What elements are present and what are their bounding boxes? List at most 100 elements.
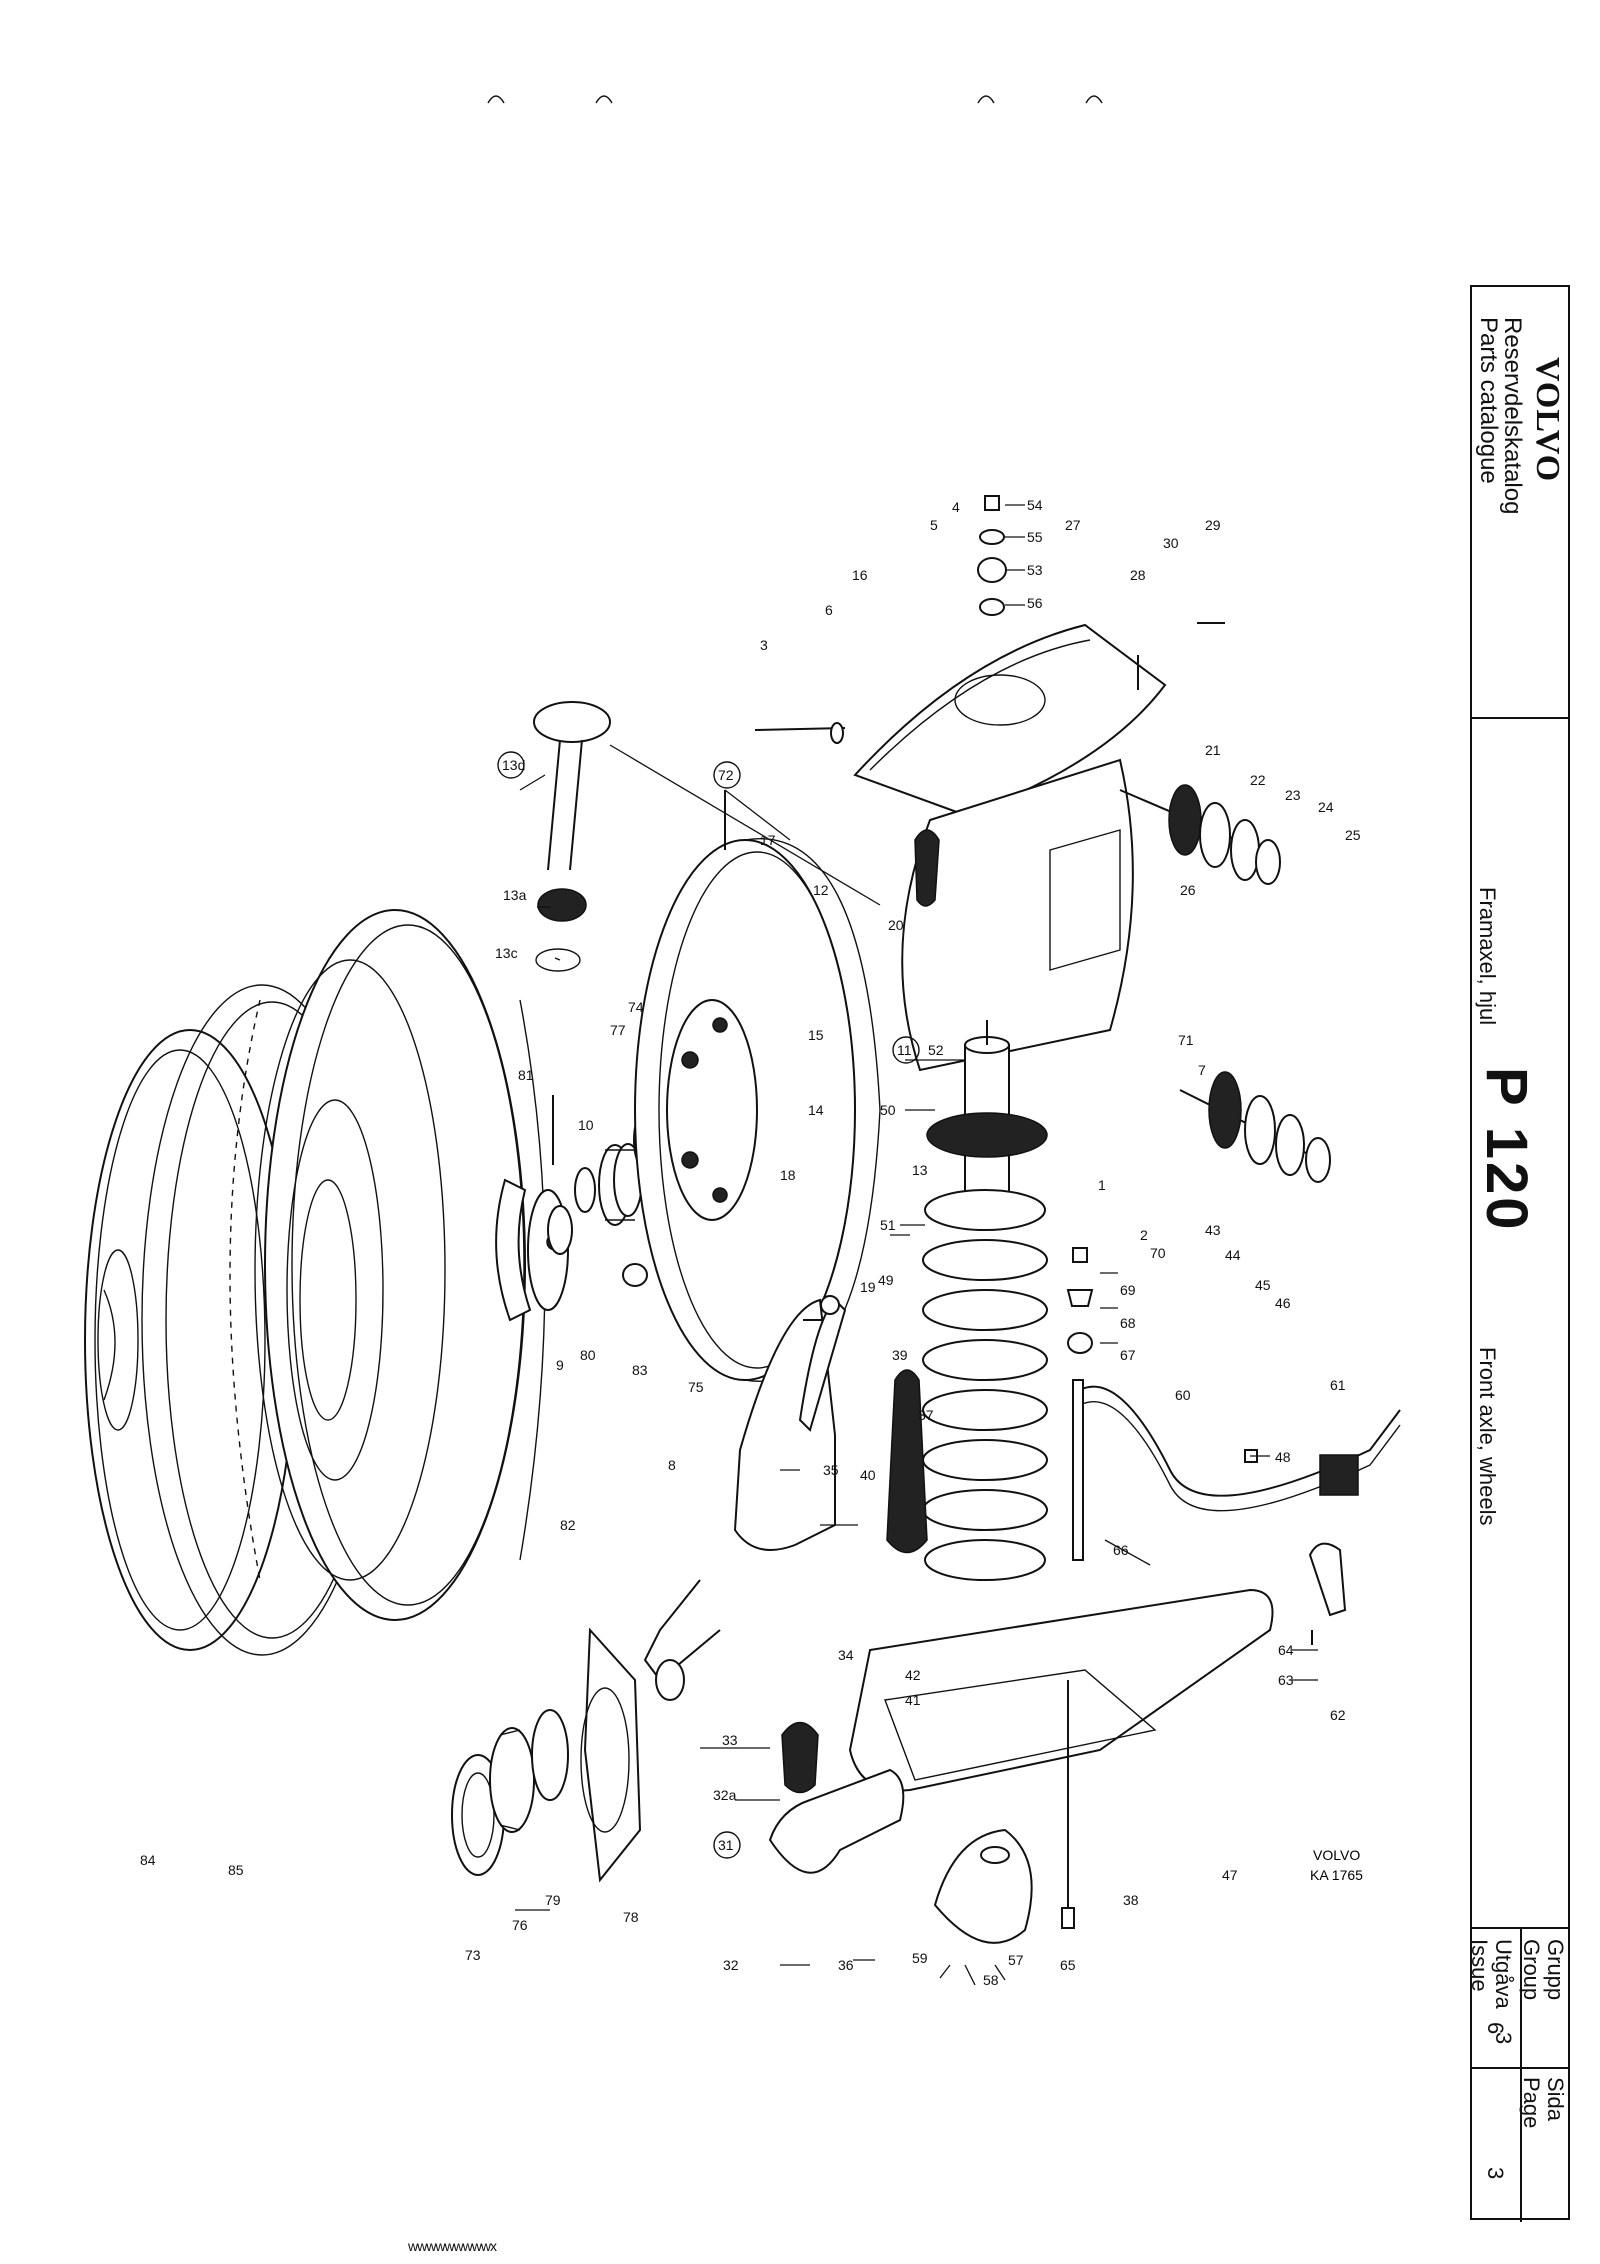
catalog-title-en: Parts catalogue (1475, 317, 1502, 484)
bearing-76 (489, 1727, 535, 1833)
bushing-61 (1319, 1454, 1359, 1496)
pivot-shaft-21 (1119, 784, 1281, 885)
callout-46: 46 (1275, 1295, 1291, 1311)
washer-80 (574, 1167, 596, 1213)
callout-45: 45 (1255, 1277, 1271, 1293)
callout-42: 42 (905, 1667, 921, 1683)
callout-40: 40 (860, 1467, 876, 1483)
callout-9: 9 (556, 1357, 564, 1373)
callout-22: 22 (1250, 772, 1266, 788)
callout-circle-11 (892, 1036, 920, 1064)
callout-44: 44 (1225, 1247, 1241, 1263)
callout-21: 21 (1205, 742, 1221, 758)
brand-logo: VOLVO (1529, 357, 1566, 483)
group-label-en: Group (1519, 1939, 1544, 2001)
bump-stop-39 (886, 1369, 928, 1554)
steering-arm-19 (798, 1295, 847, 1432)
callout-66: 66 (1113, 1542, 1129, 1558)
callout-1: 1 (1098, 1177, 1106, 1193)
callout-33: 33 (722, 1732, 738, 1748)
backing-plate-78 (580, 1627, 642, 1883)
link-66 (1072, 1379, 1084, 1561)
callout-84: 84 (140, 1852, 156, 1868)
bushing-13a (537, 888, 587, 922)
callout-58: 58 (983, 1972, 999, 1988)
callout-75: 75 (688, 1379, 704, 1395)
issue-label-en: Issue (1467, 1939, 1492, 1992)
callout-18: 18 (780, 1167, 796, 1183)
section-title-sv: Framaxel, hjul (1475, 887, 1500, 1026)
page-label-en: Page (1519, 2077, 1544, 2129)
callout-77: 77 (610, 1022, 626, 1038)
callout-11: 11 (897, 1042, 912, 1058)
meta-divider-v (1520, 1927, 1522, 2222)
callout-70: 70 (1150, 1245, 1166, 1261)
callout-13d: 13d (502, 757, 525, 773)
callout-51: 51 (880, 1217, 896, 1233)
fasteners (754, 495, 1313, 1645)
callout-31: 31 (718, 1837, 734, 1853)
group-label-sv: Grupp (1543, 1939, 1568, 2001)
callout-49: 49 (878, 1272, 894, 1288)
callout-32: 32 (723, 1957, 739, 1973)
callout-27: 27 (1065, 517, 1081, 533)
spring-seat-50 (926, 1112, 1048, 1158)
callout-60: 60 (1175, 1387, 1191, 1403)
callout-35: 35 (823, 1462, 839, 1478)
callout-39: 39 (892, 1347, 908, 1363)
callout-8: 8 (668, 1457, 676, 1473)
callout-71: 71 (1178, 1032, 1194, 1048)
section-title-en: Front axle, wheels (1475, 1347, 1500, 1526)
nut-83 (622, 1263, 648, 1287)
callout-76: 76 (512, 1917, 528, 1933)
callout-10: 10 (578, 1117, 594, 1133)
dust-cover-57 (933, 1828, 1033, 1944)
callout-13: 13 (912, 1162, 928, 1178)
callout-80: 80 (580, 1347, 596, 1363)
callout-14: 14 (808, 1102, 824, 1118)
coil-spring-49 (922, 1189, 1048, 1581)
lower-pivot-43 (1179, 1071, 1331, 1183)
callout-34: 34 (838, 1647, 854, 1663)
callout-6: 6 (825, 602, 833, 618)
callout-57: 57 (1008, 1952, 1024, 1968)
callout-50: 50 (880, 1102, 896, 1118)
callout-82: 82 (560, 1517, 576, 1533)
callout-78: 78 (623, 1909, 639, 1925)
hub-cap-84 (84, 1029, 296, 1651)
callout-65: 65 (1060, 1957, 1076, 1973)
callout-67: 67 (1120, 1347, 1136, 1363)
footer-mark: wwwwwwwwwx (408, 2238, 497, 2254)
callout-53: 53 (1027, 562, 1043, 578)
callout-2: 2 (1140, 1227, 1148, 1243)
callout-52: 52 (928, 1042, 944, 1058)
callout-23: 23 (1285, 787, 1301, 803)
callout-13a: 13a (503, 887, 527, 903)
meta-divider-h (1472, 2067, 1568, 2069)
callout-12: 12 (813, 882, 829, 898)
nut-9 (547, 1205, 573, 1255)
drawing-ref-line2: KA 1765 (1310, 1867, 1363, 1883)
callout-64: 64 (1278, 1642, 1294, 1658)
callout-15: 15 (808, 1027, 824, 1043)
title-block: VOLVO Reservdelskatalog Parts catalogue … (1467, 285, 1570, 2222)
callout-48: 48 (1275, 1449, 1291, 1465)
callout-81: 81 (518, 1067, 534, 1083)
brake-drum-75 (634, 838, 881, 1382)
drawing-ref-line1: VOLVO (1313, 1847, 1360, 1863)
callout-24: 24 (1318, 799, 1334, 815)
callout-5: 5 (930, 517, 938, 533)
callout-61: 61 (1330, 1377, 1346, 1393)
callout-29: 29 (1205, 517, 1221, 533)
callout-38: 38 (1123, 1892, 1139, 1908)
callout-55: 55 (1027, 529, 1043, 545)
page-value: 3 (1483, 2167, 1508, 2180)
callout-43: 43 (1205, 1222, 1221, 1238)
callout-26: 26 (1180, 882, 1196, 898)
outer-bearing-77 (598, 1143, 643, 1226)
callout-37: 37 (918, 1407, 934, 1423)
ball-joint-31 (768, 1768, 905, 1874)
callout-circle-72 (713, 761, 741, 789)
callout-16: 16 (852, 567, 868, 583)
callout-3: 3 (760, 637, 768, 653)
